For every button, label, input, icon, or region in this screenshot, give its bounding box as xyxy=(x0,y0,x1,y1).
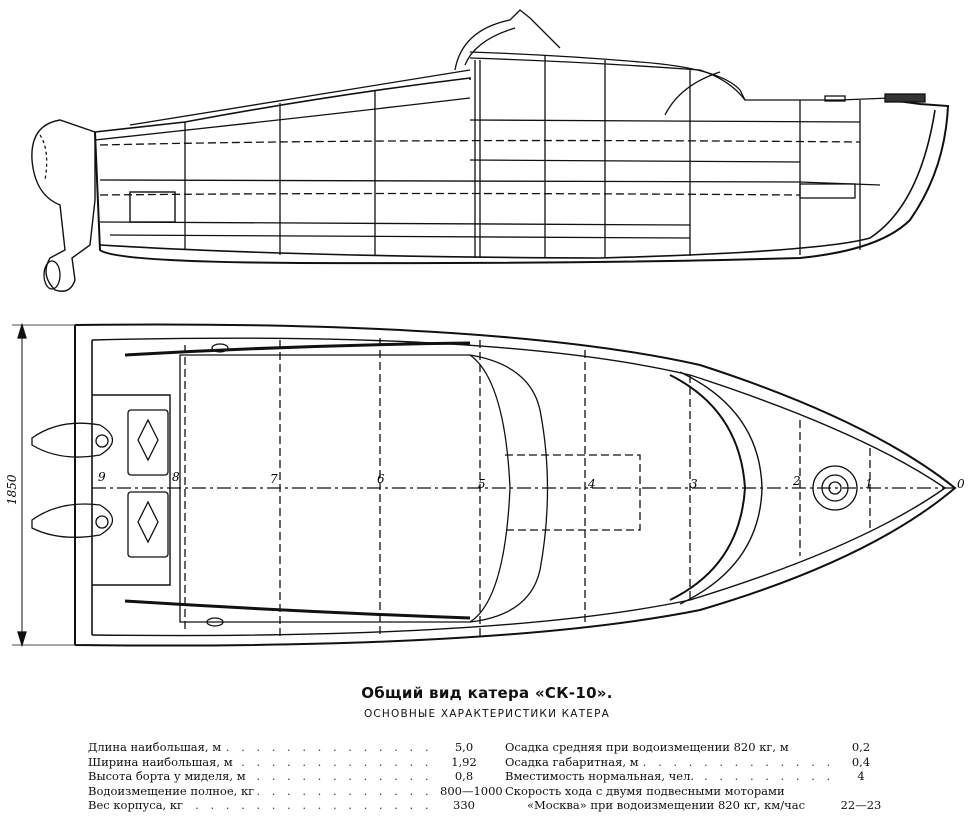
spec-row: . . . . . . . . . . . . . . . . . . . . … xyxy=(88,769,488,784)
frame-number: 9 xyxy=(98,470,106,484)
frame-number: 2 xyxy=(792,474,801,488)
spec-row: Осадка средняя при водоизмещении 820 кг,… xyxy=(505,740,885,755)
frame-number: 5 xyxy=(478,477,486,491)
plan-view xyxy=(31,323,957,647)
frame-number: 8 xyxy=(172,470,180,484)
figure-title: Общий вид катера «СК-10». xyxy=(361,684,613,702)
frame-number: 0 xyxy=(957,477,965,491)
spec-row: . . . . . . . . . . . . . . . . . . . . … xyxy=(505,769,885,784)
spec-value: 0,2 xyxy=(851,740,871,754)
outboard-motor-side xyxy=(31,119,96,292)
spec-label: «Москва» при водоизмещении 820 кг, км/ча… xyxy=(527,798,806,812)
spec-row: . . . . . . . . . . . . . . . . . . . . … xyxy=(88,783,503,798)
frame-number: 4 xyxy=(587,477,596,491)
spec-row: «Москва» при водоизмещении 820 кг, км/ча… xyxy=(505,798,885,813)
spec-value: 4 xyxy=(857,769,865,783)
spec-label: Осадка габаритная, м xyxy=(505,754,642,769)
frame-number: 7 xyxy=(270,472,278,486)
spec-value: 330 xyxy=(453,798,475,812)
spec-row: . . . . . . . . . . . . . . . . . . . . … xyxy=(88,798,488,813)
side-profile-view xyxy=(31,9,950,292)
specs-right-column: Осадка средняя при водоизмещении 820 кг,… xyxy=(505,740,885,813)
frame-number: 1 xyxy=(865,477,873,491)
figure-subtitle: ОСНОВНЫЕ ХАРАКТЕРИСТИКИ КАТЕРА xyxy=(363,708,611,720)
spec-label: Высота борта у миделя, м xyxy=(88,769,249,784)
spec-label: Скорость хода с двумя подвесными моторам… xyxy=(505,783,785,798)
spec-value: 5,0 xyxy=(454,740,474,754)
spec-label: Длина наибольшая, м xyxy=(88,740,225,755)
spec-value: 0,8 xyxy=(454,769,474,783)
spec-value: 1,92 xyxy=(451,754,477,769)
specs-left-column: . . . . . . . . . . . . . . . . . . . . … xyxy=(88,740,503,813)
spec-label: Вес корпуса, кг xyxy=(88,798,187,813)
frame-numbers: 0 1 2 3 4 5 6 7 8 9 xyxy=(98,470,965,491)
spec-value: 0,4 xyxy=(851,754,871,769)
dimension-label: 1850 xyxy=(5,474,19,505)
spec-label: Ширина наибольшая, м xyxy=(88,754,236,769)
boat-drawing: 1850 0 1 2 3 4 5 6 7 8 9 xyxy=(5,9,965,648)
outboard-motors-plan xyxy=(31,409,169,558)
spec-row: . . . . . . . . . . . . . . . . . . . . … xyxy=(505,754,885,769)
spec-row: . . . . . . . . . . . . . . . . . . . . … xyxy=(88,754,488,769)
spec-label: Вместимость нормальная, чел. xyxy=(505,769,698,784)
spec-label: Водоизмещение полное, кг xyxy=(88,783,258,798)
spec-value: 22—23 xyxy=(840,798,882,812)
spec-label: Осадка средняя при водоизмещении 820 кг,… xyxy=(505,740,789,754)
spec-value: 800—1000 xyxy=(440,783,503,798)
spec-row: . . . . . . . . . . . . . . . . . . . . … xyxy=(88,740,488,755)
beam-dimension xyxy=(12,322,75,648)
frame-number: 3 xyxy=(690,477,698,491)
frame-number: 6 xyxy=(377,472,385,486)
spec-row: Скорость хода с двумя подвесными моторам… xyxy=(505,784,885,799)
